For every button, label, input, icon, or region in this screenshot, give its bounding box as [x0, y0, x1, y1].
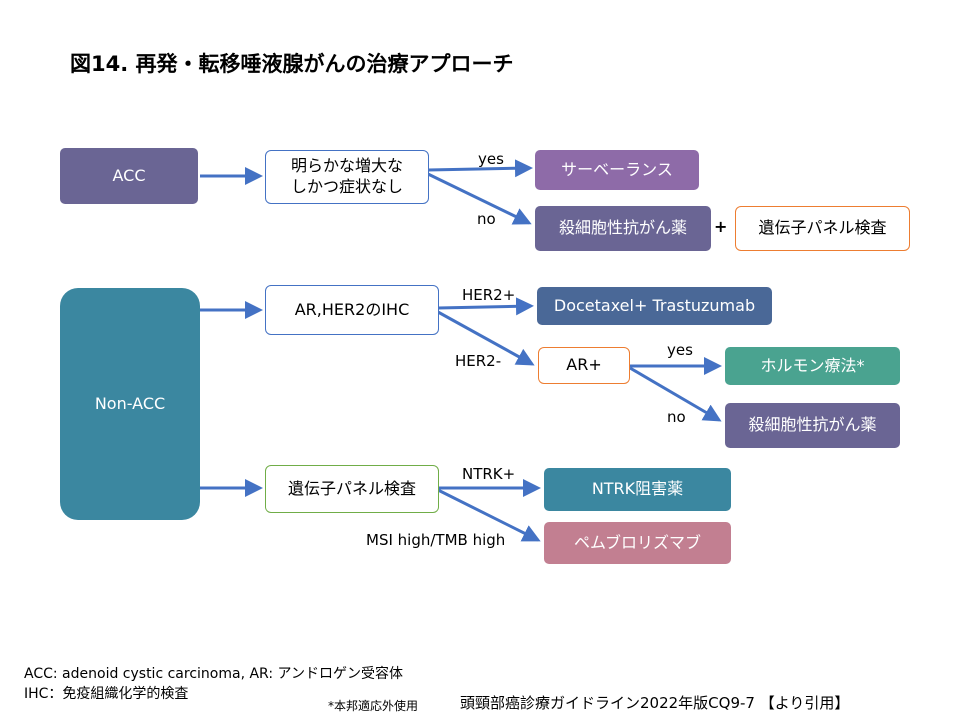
arrow-ihc-to-docetaxel [437, 297, 534, 316]
node-ar-positive: AR+ [538, 347, 630, 384]
edge-label-yes-acc: yes [478, 150, 504, 168]
arrow-panel-to-pembro [437, 488, 541, 542]
edge-label-msi-high: MSI high/TMB high [366, 531, 506, 549]
edge-label-no-ar: no [667, 408, 686, 426]
node-docetaxel-trastuzumab: Docetaxel+ Trastuzumab [537, 287, 772, 325]
footnote-source: 頭頸部癌診療ガイドライン2022年版CQ9-7 【より引用】 [460, 694, 850, 712]
edge-label-yes-ar: yes [667, 341, 693, 359]
node-question-asymptomatic: 明らかな増大な しかつ症状なし [265, 150, 429, 204]
arrow-question-to-chemo [427, 172, 532, 225]
node-chemo-acc: 殺細胞性抗がん薬 [535, 206, 711, 251]
node-gene-panel-non-acc: 遺伝子パネル検査 [265, 465, 439, 513]
node-gene-panel-acc: 遺伝子パネル検査 [735, 206, 910, 251]
edge-label-her2-pos: HER2+ [462, 286, 516, 304]
node-ntrk-inhibitor: NTRK阻害薬 [544, 468, 731, 511]
arrow-ar-to-chemo [629, 366, 722, 422]
footnote-abbreviations-1: ACC: adenoid cystic carcinoma, AR: アンドロゲ… [24, 666, 403, 682]
edge-label-no-acc: no [477, 210, 496, 228]
node-non-acc: Non-ACC [60, 288, 200, 520]
node-hormone-therapy: ホルモン療法* [725, 347, 900, 385]
node-pembrolizumab: ペムブロリズマブ [544, 522, 731, 564]
plus-sign: + [714, 217, 728, 236]
node-acc: ACC [60, 148, 198, 204]
edge-label-ntrk-pos: NTRK+ [462, 465, 516, 483]
node-surveillance: サーベーランス [535, 150, 699, 190]
footnote-abbreviations-2: IHC：免疫組織化学的検査 [24, 686, 189, 702]
arrow-question-to-surveillance [427, 159, 533, 178]
footnote-off-label: *本邦適応外使用 [328, 699, 419, 713]
arrow-ihc-to-ar [437, 310, 535, 366]
node-chemo-non-acc: 殺細胞性抗がん薬 [725, 403, 900, 448]
edge-label-her2-neg: HER2- [455, 352, 502, 370]
node-ar-her2-ihc: AR,HER2のIHC [265, 285, 439, 335]
page-title: 図14. 再発・転移唾液腺がんの治療アプローチ [70, 52, 514, 76]
